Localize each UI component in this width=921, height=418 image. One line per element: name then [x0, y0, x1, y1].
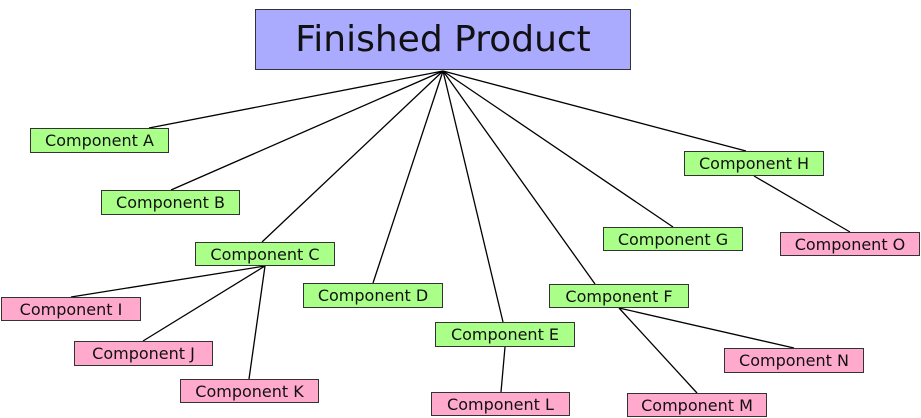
edge-c-k: [248, 265, 266, 380]
node-label: Component N: [739, 351, 849, 370]
edge-root-d: [372, 70, 444, 284]
node-label: Component A: [45, 131, 154, 150]
node-component-m: Component M: [627, 393, 767, 417]
node-component-k: Component K: [180, 379, 319, 403]
node-component-e: Component E: [435, 322, 575, 347]
node-label: Component E: [450, 325, 560, 344]
node-label: Component L: [447, 394, 554, 414]
node-component-g: Component G: [603, 227, 743, 251]
node-label: Finished Product: [295, 19, 591, 60]
node-component-f: Component F: [549, 284, 689, 308]
node-label: Component C: [210, 244, 320, 264]
node-component-j: Component J: [74, 341, 213, 366]
node-label: Component F: [565, 286, 673, 306]
edge-f-m: [618, 307, 698, 394]
node-label: Component B: [116, 193, 225, 212]
node-component-a: Component A: [30, 128, 169, 153]
node-label: Component D: [317, 286, 429, 305]
node-label: Component H: [698, 154, 809, 173]
edge-h-o: [753, 175, 851, 233]
node-label: Component K: [195, 381, 304, 401]
edge-f-n: [618, 307, 795, 349]
edge-root-g: [442, 70, 674, 228]
node-label: Component J: [92, 344, 195, 363]
node-component-n: Component N: [724, 348, 864, 373]
node-component-d: Component D: [303, 283, 443, 308]
edge-c-j: [142, 265, 266, 342]
node-label: Component M: [641, 395, 753, 415]
edge-root-a: [148, 70, 444, 129]
edge-root-e: [442, 70, 504, 323]
edge-c-i: [70, 265, 266, 298]
edge-e-l: [500, 346, 506, 393]
node-component-l: Component L: [431, 392, 570, 416]
node-component-i: Component I: [1, 297, 141, 321]
node-finished-product: Finished Product: [255, 9, 631, 70]
edge-root-b: [170, 70, 444, 191]
node-label: Component G: [617, 229, 729, 249]
node-component-o: Component O: [780, 232, 920, 256]
node-component-h: Component H: [684, 151, 824, 176]
edge-root-c: [261, 70, 444, 243]
node-label: Component I: [19, 299, 123, 319]
node-label: Component O: [794, 234, 906, 254]
node-component-b: Component B: [101, 190, 240, 215]
edge-root-h: [442, 70, 747, 152]
node-component-c: Component C: [195, 242, 335, 266]
edge-root-f: [442, 70, 596, 285]
